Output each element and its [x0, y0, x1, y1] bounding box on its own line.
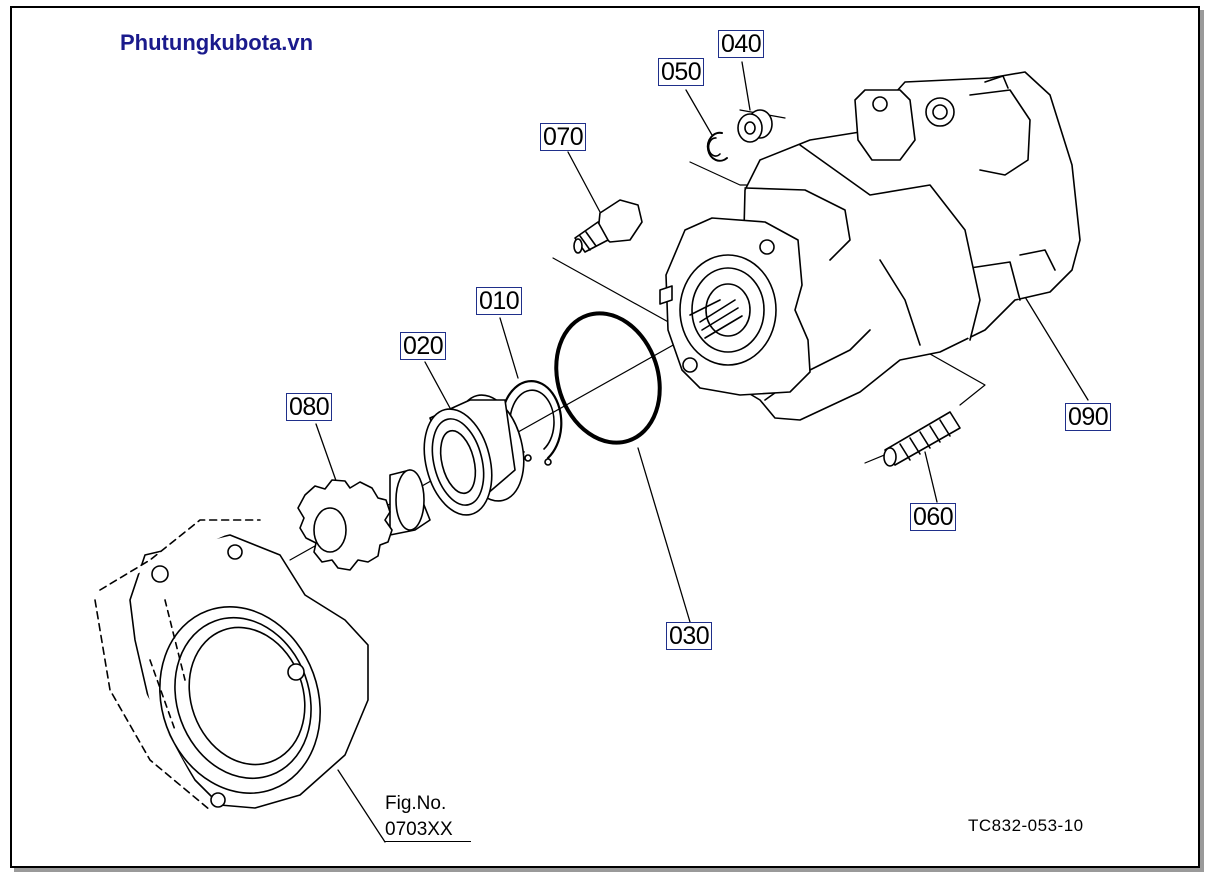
- callout-070[interactable]: 070: [540, 123, 587, 151]
- pump-flange: [659, 217, 811, 396]
- brand-watermark: Phutungkubota.vn: [120, 30, 314, 55]
- frame-shadow-right: [1200, 10, 1204, 872]
- callout-060[interactable]: 060: [910, 503, 957, 531]
- bearing-020: [423, 394, 525, 516]
- pin-060: [883, 411, 961, 467]
- callout-080[interactable]: 080: [286, 393, 333, 421]
- leader-lines: [315, 61, 1089, 843]
- gear-shaft-080: [297, 469, 431, 571]
- figure-number[interactable]: 0703XX: [385, 819, 471, 842]
- frame-shadow-bottom: [14, 868, 1204, 872]
- callout-050[interactable]: 050: [658, 58, 705, 86]
- callout-040[interactable]: 040: [718, 30, 765, 58]
- callout-090[interactable]: 090: [1065, 403, 1112, 431]
- drawing-code: TC832-053-10: [968, 816, 1084, 835]
- housing-0703xx: [94, 519, 369, 811]
- callout-010[interactable]: 010: [476, 287, 523, 315]
- callout-030[interactable]: 030: [666, 622, 713, 650]
- clip-050: [706, 131, 728, 162]
- plug-070: [573, 199, 643, 254]
- o-ring-030: [554, 311, 662, 445]
- washer-040: [737, 109, 773, 143]
- pump-body-090: [739, 71, 1081, 421]
- callout-020[interactable]: 020: [400, 332, 447, 360]
- figure-label: Fig.No.: [385, 793, 447, 814]
